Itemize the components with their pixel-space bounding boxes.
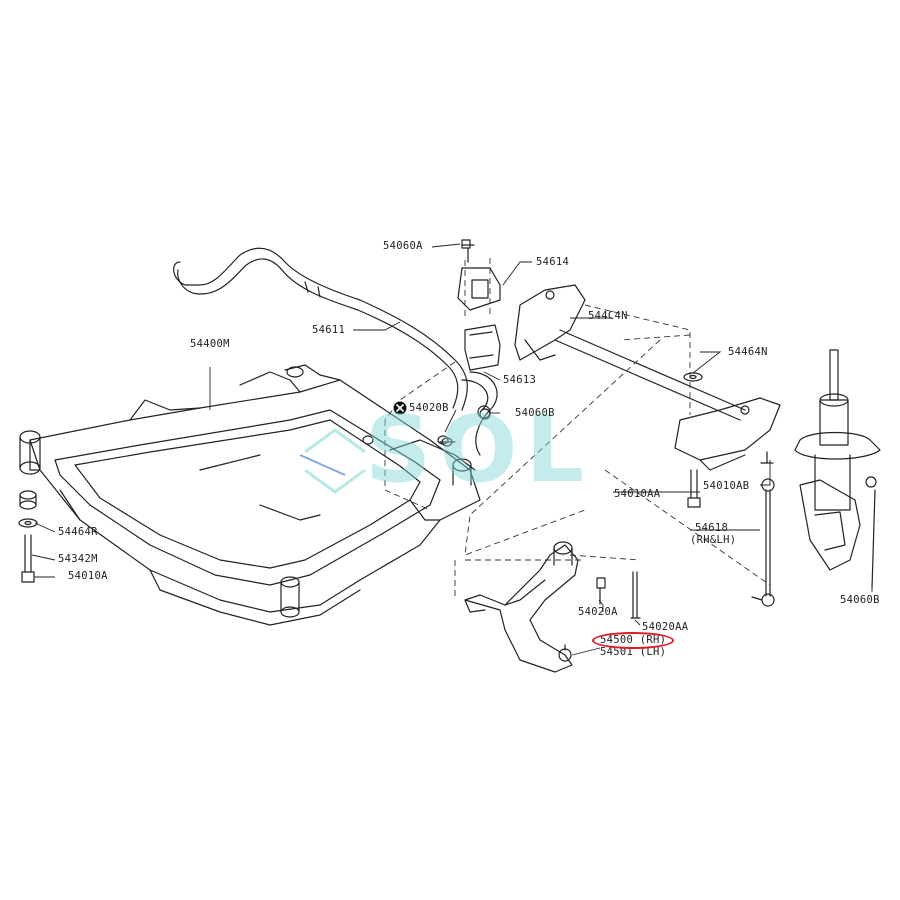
label-54010aa: 54010AA	[614, 488, 661, 500]
stabilizer-link	[751, 478, 775, 607]
front-subframe	[19, 364, 481, 626]
leader-solid-lines	[31, 243, 873, 656]
label-54342m: 54342M	[58, 553, 98, 565]
label-54020b: 54020B	[409, 402, 449, 414]
label-544c4n: 544C4N	[588, 310, 628, 322]
cross-member-arm	[514, 284, 781, 471]
label-54020a: 54020A	[578, 606, 618, 618]
bolts-54010	[687, 451, 774, 508]
leader-dashed-lines	[384, 258, 771, 600]
label-54010ab: 54010AB	[703, 480, 750, 492]
bolt-54060a	[461, 239, 471, 249]
label-54060a: 54060A	[383, 240, 423, 252]
label-54501-lh: 54501 (LH)	[600, 646, 667, 658]
bolts-54020	[439, 437, 641, 619]
washer-54464n	[683, 372, 703, 382]
label-54400m: 54400M	[190, 338, 230, 350]
nut-54060b	[479, 408, 491, 420]
strut-assembly	[794, 349, 881, 589]
label-54464n: 54464N	[728, 346, 768, 358]
lower-control-arm	[464, 541, 579, 673]
non-reusable-mark-icon	[393, 401, 407, 415]
label-54618: 54618	[695, 522, 729, 534]
label-54010a: 54010A	[68, 570, 108, 582]
label-54613: 54613	[503, 374, 537, 386]
stabilizer-bar	[173, 247, 468, 411]
label-54611: 54611	[312, 324, 346, 336]
stabilizer-bushing-clamp	[457, 244, 501, 371]
label-54060b-top: 54060B	[515, 407, 555, 419]
bushing-stack-left	[18, 490, 38, 583]
label-54618-side: (RH&LH)	[690, 534, 737, 546]
label-54060b-right: 54060B	[840, 594, 880, 606]
label-54614: 54614	[536, 256, 570, 268]
label-54020aa: 54020AA	[642, 621, 689, 633]
highlight-oval	[592, 632, 674, 649]
label-54464r: 54464R	[58, 526, 98, 538]
watermark-logo	[299, 428, 366, 494]
